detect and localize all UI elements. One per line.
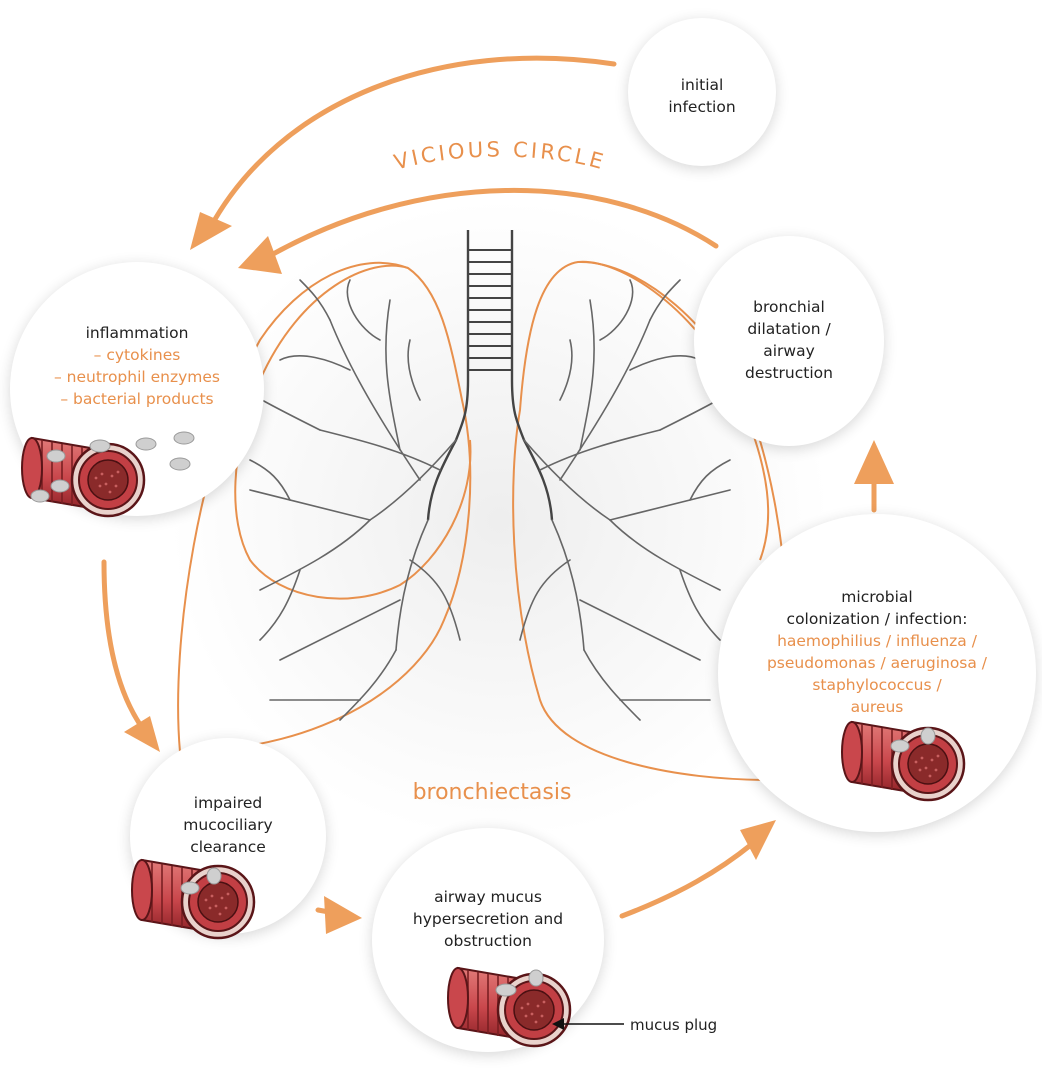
mucus-plug-label: mucus plug: [630, 1016, 718, 1034]
arrow-dilatation-to-inflammation: [263, 187, 719, 261]
center-label-bronchiectasis: bronchiectasis: [412, 780, 572, 805]
right-bronchial-tree: [519, 279, 731, 721]
node-impaired-clearance-text: impaired mucociliary clearance: [183, 794, 273, 856]
lungs-illustration: [177, 230, 789, 782]
arrow-heads: [124, 212, 894, 934]
node-initial-infection-text: initial infection: [668, 76, 736, 116]
node-inflammation: inflammation – cytokines – neutrophil en…: [10, 262, 264, 516]
node-microbial-colonization-text: microbial colonization / infection: haem…: [766, 588, 988, 716]
vicious-circle-title: VICIOUS CIRCLE: [392, 137, 609, 174]
arrowhead-mucus: [740, 820, 776, 860]
arrowhead-colonization: [854, 440, 894, 484]
node-initial-infection: initial infection: [628, 18, 776, 166]
background-glow: [170, 200, 830, 840]
arrow-mucus-to-colonization: [619, 841, 755, 919]
left-bronchial-tree: [249, 279, 461, 721]
left-lung-inner-outline: [234, 264, 472, 600]
node-mucus-hypersecretion: airway mucus hypersecretion and obstruct…: [372, 828, 604, 1052]
arrow-initial-to-inflammation: [207, 55, 617, 231]
node-microbial-colonization: microbial colonization / infection: haem…: [718, 514, 1036, 832]
node-mucus-hypersecretion-text: airway mucus hypersecretion and obstruct…: [412, 888, 564, 950]
arrowhead-inflammation-down: [124, 716, 160, 752]
arrowhead-clearance: [324, 896, 362, 934]
arrow-inflammation-to-clearance: [101, 559, 153, 741]
trachea-rings: [467, 249, 513, 371]
node-inflammation-text: inflammation – cytokines – neutrophil en…: [53, 324, 221, 408]
node-impaired-clearance: impaired mucociliary clearance: [130, 738, 326, 934]
node-bronchial-dilatation-text: bronchial dilatation / airway destructio…: [745, 298, 833, 382]
arrowhead-initial: [190, 212, 232, 250]
arrowhead-dilatation: [238, 236, 282, 274]
node-bronchial-dilatation: bronchial dilatation / airway destructio…: [694, 236, 884, 446]
